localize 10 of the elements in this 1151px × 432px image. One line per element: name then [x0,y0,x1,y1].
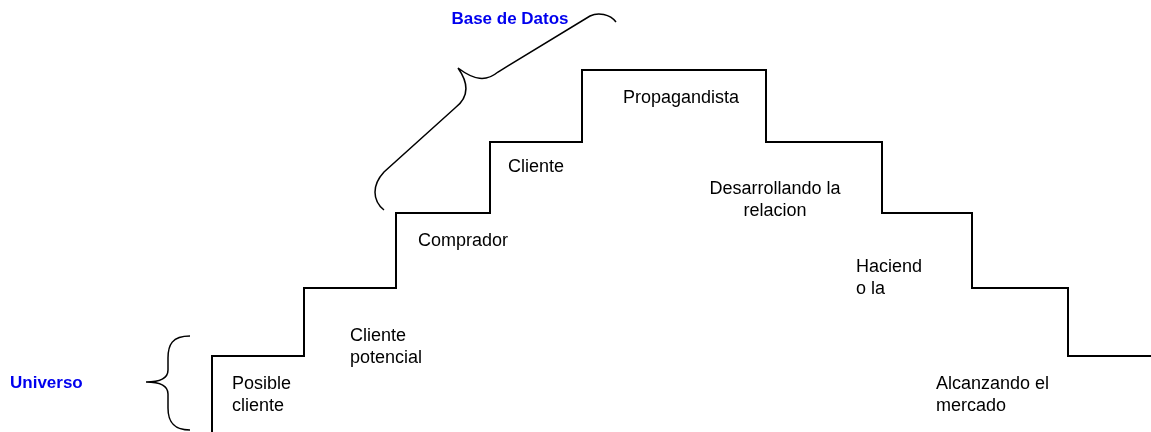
step-label: Comprador [418,229,510,251]
step-label: Posible cliente [232,372,293,416]
step-label: Propagandista [621,86,741,108]
bracket-label: Universo [10,372,84,394]
step-label: Cliente potencial [350,324,424,368]
step-label: Haciend o la [856,255,924,299]
step-label: Alcanzando el mercado [936,372,1051,416]
bracket-label: Base de Datos [450,8,570,30]
step-label: Cliente [508,155,566,177]
step-label: Desarrollando la relacion [708,177,842,221]
